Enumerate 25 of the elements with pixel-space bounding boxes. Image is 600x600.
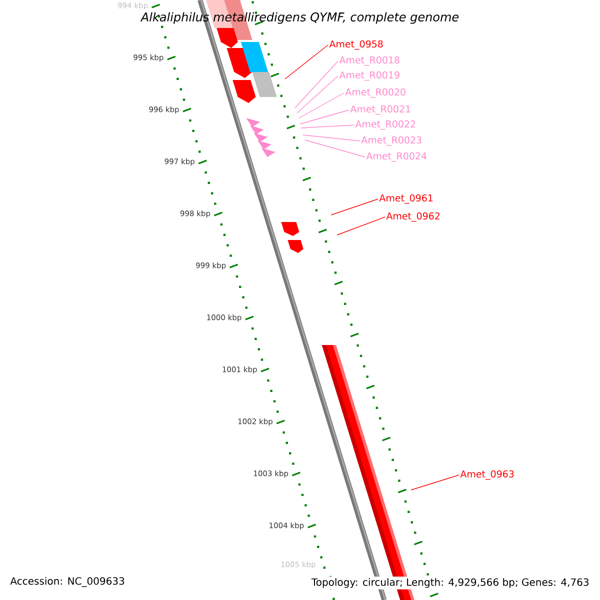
- leader-line: [304, 140, 366, 158]
- gene-label: Amet_R0023: [361, 136, 422, 146]
- leader-line: [284, 44, 328, 80]
- gene-label: Amet_R0022: [355, 120, 416, 130]
- leader-line: [294, 60, 338, 108]
- summary-text: Topology: circular; Length: 4,929,566 bp; Genes: 4,763: [310, 576, 591, 590]
- leader-line: [300, 124, 354, 128]
- leader-line: [330, 198, 378, 216]
- gene-label: Amet_R0019: [339, 71, 400, 81]
- gene-label: Amet_0963: [460, 470, 514, 480]
- leader-line: [300, 110, 350, 124]
- title: Alkaliphilus metalliredigens QYMF, complete genome: [140, 12, 459, 24]
- gene-label: Amet_R0020: [345, 88, 406, 98]
- gene-label: Amet_0962: [386, 212, 440, 222]
- leader-line: [410, 474, 460, 490]
- gene-label: Amet_R0021: [350, 105, 410, 115]
- leader-line: [296, 76, 338, 114]
- gene-label: Amet_0958: [329, 40, 383, 50]
- leader-line: [298, 92, 344, 118]
- gene-label: Amet_R0024: [366, 152, 427, 162]
- gene-label: Amet_0961: [379, 194, 433, 204]
- leader-line: [336, 216, 386, 236]
- gene-label: Amet_R0018: [339, 56, 400, 66]
- leader-line: [302, 134, 360, 142]
- accession-text: Accession: NC_009633: [10, 577, 124, 587]
